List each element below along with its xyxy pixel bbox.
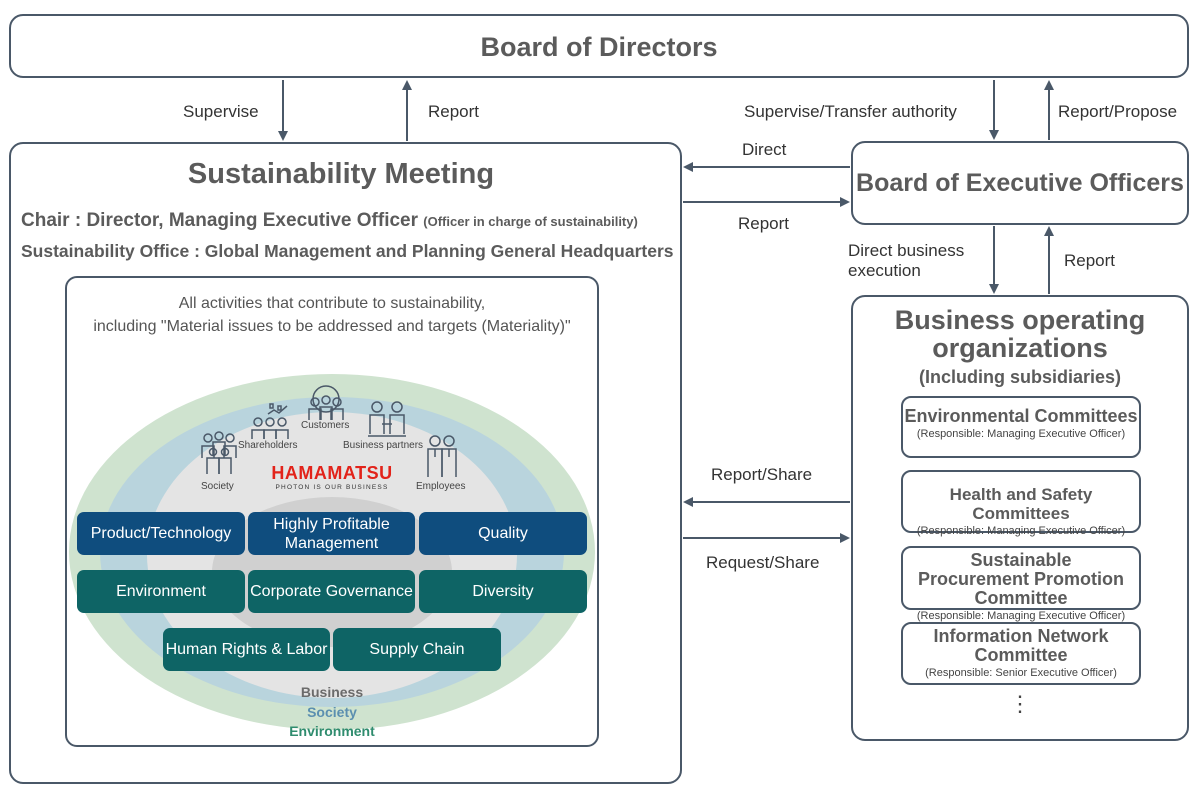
business-operating-organizations-title: Business operating organizations — [894, 305, 1146, 363]
label-society-stakeholder: Society — [201, 481, 234, 492]
label-business-circle: Business — [300, 684, 364, 700]
committee-information-network: Information Network Committee (Responsib… — [901, 622, 1141, 685]
employees-icon — [427, 435, 457, 477]
business-operating-organizations: Business operating organizations (Includ… — [851, 295, 1189, 741]
label-customers: Customers — [301, 420, 350, 431]
committee-health-safety: Health and Safety Committees (Responsibl… — [901, 470, 1141, 537]
customers-icon — [308, 385, 344, 420]
label-business-partners: Business partners — [343, 440, 424, 451]
label-report-from-business: Report — [1064, 251, 1116, 270]
office-text: Sustainability Office : Global Managemen… — [21, 241, 674, 261]
business-partners-icon — [368, 401, 406, 437]
board-of-directors-title: Board of Directors — [480, 32, 718, 62]
materiality-corporate-governance: Corporate Governance — [248, 570, 415, 613]
board-of-directors: Board of Directors — [9, 14, 1189, 78]
sustainability-meeting-title: Sustainability Meeting — [187, 158, 495, 190]
materiality-supply-chain: Supply Chain — [333, 628, 501, 671]
materiality-environment: Environment — [77, 570, 245, 613]
committee-environmental: Environmental Committees (Responsible: M… — [901, 396, 1141, 458]
label-shareholders: Shareholders — [238, 440, 298, 451]
label-request-share: Request/Share — [706, 553, 820, 572]
label-report-share: Report/Share — [711, 465, 813, 484]
materiality-product-technology: Product/Technology — [77, 512, 245, 555]
label-society-circle: Society — [307, 704, 357, 720]
materiality-highly-profitable-management: Highly Profitable Management — [248, 512, 415, 555]
materiality-human-rights-labor: Human Rights & Labor — [163, 628, 330, 671]
label-direct-business-execution: Direct business execution — [848, 241, 965, 280]
materiality-diversity: Diversity — [419, 570, 587, 613]
label-report-to-meeting: Report — [738, 214, 790, 233]
society-icon — [201, 431, 237, 474]
more-committees-ellipsis: ⋮ — [1009, 691, 1031, 716]
label-report-to-board: Report — [428, 102, 480, 121]
materiality-quality: Quality — [419, 512, 587, 555]
board-of-executive-officers: Board of Executive Officers — [851, 141, 1189, 225]
logo-wordmark: HAMAMATSU — [271, 463, 393, 483]
label-supervise: Supervise — [183, 102, 259, 121]
activities-text: All activities that contribute to sustai… — [93, 295, 571, 335]
label-direct: Direct — [742, 140, 787, 159]
logo-tagline: PHOTON IS OUR BUSINESS — [275, 484, 389, 491]
hamamatsu-logo: HAMAMATSU PHOTON IS OUR BUSINESS — [256, 464, 408, 491]
business-operating-organizations-subtitle: (Including subsidiaries) — [918, 367, 1122, 387]
shareholders-icon — [251, 403, 289, 439]
label-report-propose: Report/Propose — [1058, 102, 1178, 121]
label-environment-circle: Environment — [289, 723, 375, 739]
label-employees: Employees — [416, 481, 466, 492]
chair-text: Chair : Director, Managing Executive Off… — [21, 210, 638, 231]
label-supervise-transfer: Supervise/Transfer authority — [744, 102, 957, 121]
committee-sustainable-procurement: Sustainable Procurement Promotion Commit… — [901, 546, 1141, 622]
board-of-executive-officers-title: Board of Executive Officers — [856, 169, 1184, 197]
